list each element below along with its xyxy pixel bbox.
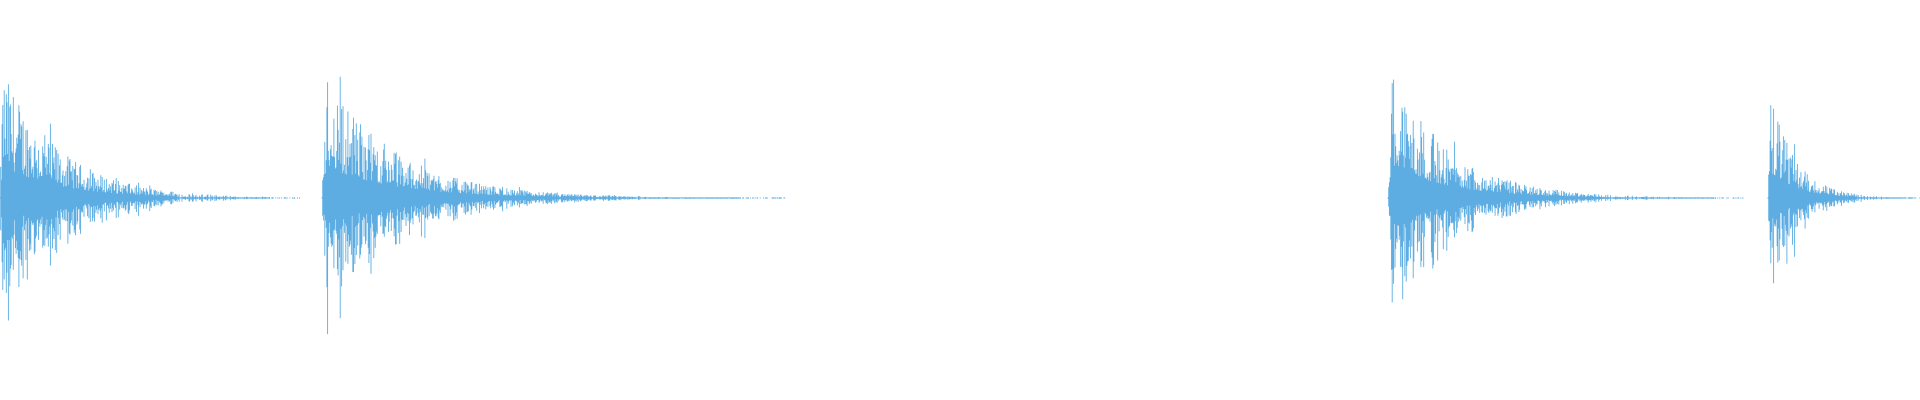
waveform-burst-2 (321, 76, 786, 335)
waveform-burst-path (1387, 79, 1744, 303)
waveform-burst-path (1767, 105, 1920, 284)
waveform-bursts (0, 76, 1920, 335)
waveform-burst-3 (1387, 79, 1744, 303)
waveform-burst-4 (1767, 105, 1920, 284)
waveform-burst-path (321, 76, 786, 335)
waveform-burst-1 (0, 84, 301, 321)
waveform-burst-path (0, 84, 301, 321)
